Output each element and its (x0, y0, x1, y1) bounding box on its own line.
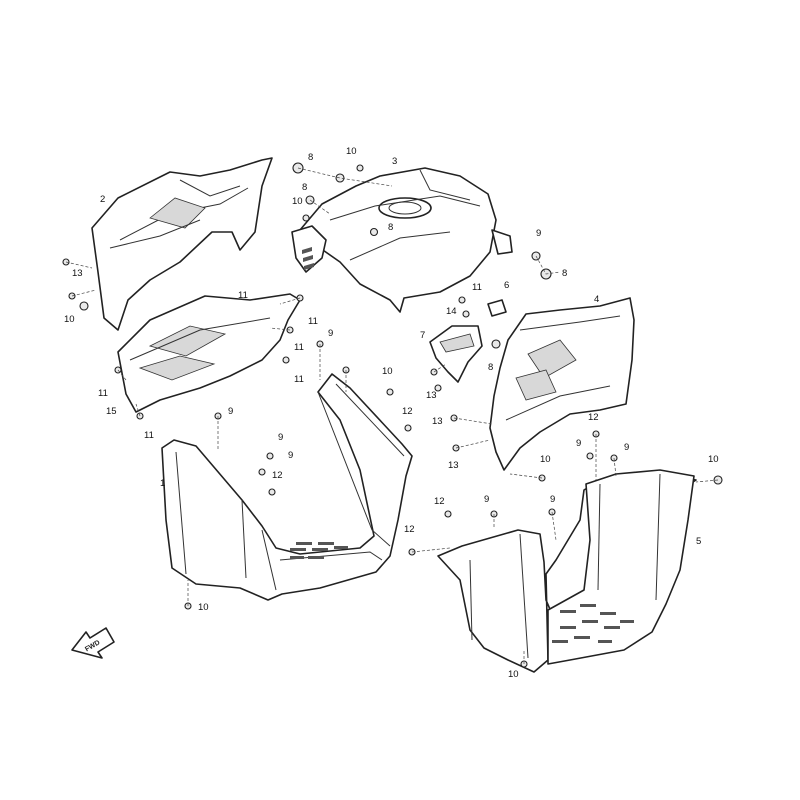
callout-13: 13 (426, 390, 437, 401)
callout-13: 13 (432, 416, 443, 427)
callout-11: 11 (98, 388, 108, 399)
right-footwell-grip (552, 604, 634, 643)
callout-8: 8 (488, 362, 493, 373)
part-inner-left-panel (117, 293, 301, 413)
callout-13: 13 (448, 460, 459, 471)
part-clip (487, 299, 507, 317)
screw-icon (302, 214, 310, 222)
callout-12: 12 (402, 406, 413, 417)
left-footwell-grip (290, 542, 348, 559)
callout-1: 1 (160, 478, 165, 489)
callout-12: 12 (272, 470, 283, 481)
callout-5: 5 (696, 536, 701, 547)
callout-10: 10 (708, 454, 719, 465)
callout-11: 11 (308, 316, 318, 327)
callout-11: 11 (472, 282, 482, 293)
callout-14: 14 (446, 306, 457, 317)
callout-9: 9 (550, 494, 555, 505)
callout-12: 12 (588, 412, 599, 423)
screw-icon (282, 356, 290, 364)
part-left-footwell (161, 373, 413, 601)
washer-icon (335, 173, 345, 183)
screw-icon (369, 227, 379, 237)
fwd-arrow-icon: FWD (71, 627, 115, 659)
callout-4: 4 (594, 294, 599, 305)
washer-icon (491, 339, 501, 349)
callout-8: 8 (562, 268, 567, 279)
callout-9: 9 (228, 406, 233, 417)
callout-8: 8 (388, 222, 393, 233)
part-front-body-cover (291, 167, 513, 313)
screw-icon (458, 296, 466, 304)
callout-13: 13 (72, 268, 83, 279)
callout-10: 10 (346, 146, 357, 157)
fasteners (62, 162, 723, 668)
callout-8: 8 (302, 182, 307, 193)
leader-lines (65, 167, 719, 664)
screw-icon (79, 301, 89, 311)
screw-icon (462, 310, 470, 318)
screw-icon (586, 452, 594, 460)
callout-11: 11 (294, 342, 304, 353)
washer-icon (531, 251, 541, 261)
callout-8: 8 (308, 152, 313, 163)
callout-11: 11 (144, 430, 154, 441)
callout-10: 10 (292, 196, 303, 207)
part-front-right-fender (489, 297, 635, 471)
callout-9: 9 (536, 228, 541, 239)
callout-9: 9 (278, 432, 283, 443)
callout-9: 9 (484, 494, 489, 505)
part-center-bracket (429, 325, 483, 383)
callout-10: 10 (382, 366, 393, 377)
callout-10: 10 (198, 602, 209, 613)
callout-11: 11 (238, 290, 248, 301)
clip-icon (258, 468, 266, 476)
screw-icon (356, 164, 364, 172)
clip-icon (444, 510, 452, 518)
callout-9: 9 (576, 438, 581, 449)
part-front-left-fender (91, 157, 273, 331)
callout-2: 2 (100, 194, 105, 205)
clip-icon (268, 488, 276, 496)
callout-9: 9 (288, 450, 293, 461)
screw-icon (266, 452, 274, 460)
callout-7: 7 (420, 330, 425, 341)
callout-12: 12 (404, 524, 415, 535)
screw-icon (434, 384, 442, 392)
clip-icon (404, 424, 412, 432)
callout-15: 15 (106, 406, 117, 417)
callout-11: 11 (294, 374, 304, 385)
callout-10: 10 (508, 669, 519, 680)
part-right-footwell (437, 469, 697, 673)
callout-10: 10 (540, 454, 551, 465)
callout-9: 9 (624, 442, 629, 453)
callout-10: 10 (64, 314, 75, 325)
callout-6: 6 (504, 280, 509, 291)
callout-9: 9 (328, 328, 333, 339)
callout-3: 3 (392, 156, 397, 167)
callout-12: 12 (434, 496, 445, 507)
callout-labels: 1 2 3 4 5 6 7 8 8 8 8 8 9 9 9 9 9 9 9 9 … (64, 146, 719, 680)
screw-icon (386, 388, 394, 396)
